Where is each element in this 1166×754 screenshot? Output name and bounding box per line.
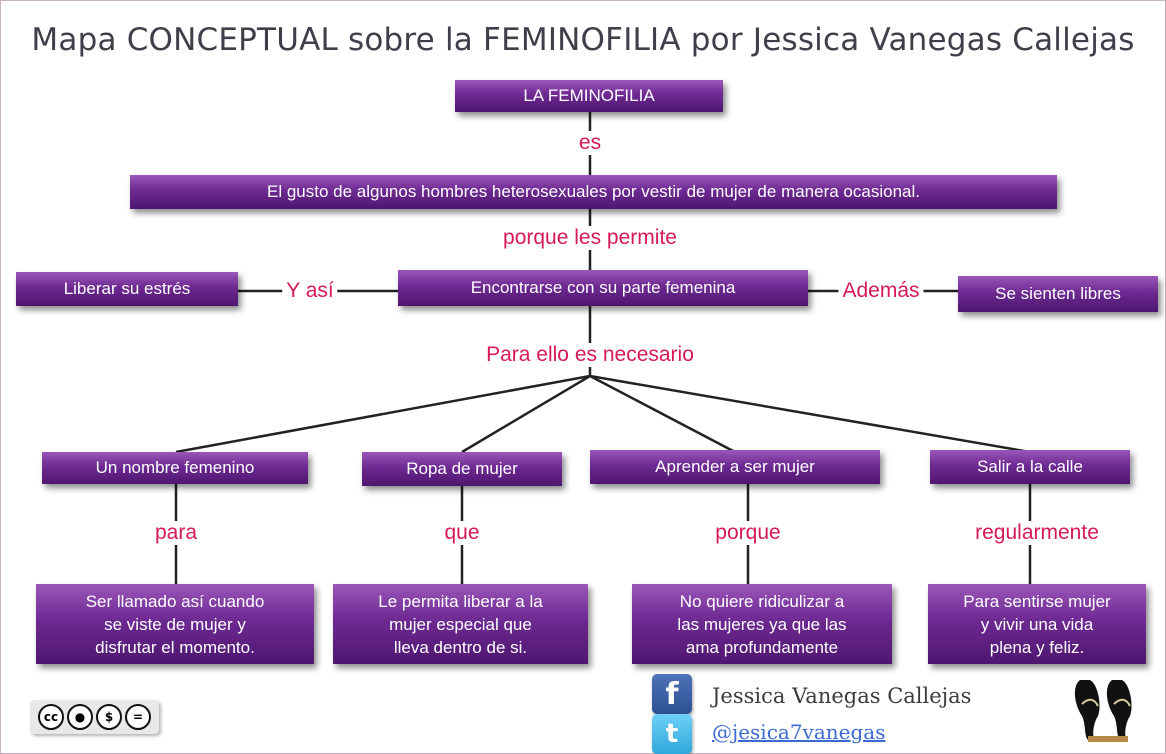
line-to-req2 [461,374,591,454]
page-title: Mapa CONCEPTUAL sobre la FEMINOFILIA por… [31,22,1135,58]
node-req2: Ropa de mujer [362,452,562,486]
node-root: LA FEMINOFILIA [455,80,723,112]
node-res1: Ser llamado así cuando se viste de mujer… [36,584,314,664]
link-para: para [150,521,202,545]
link-es: es [574,131,606,155]
line-to-req4 [589,374,1031,454]
author-name: Jessica Vanegas Callejas [712,684,972,708]
res3-line: ama profundamente [685,637,839,657]
node-req1: Un nombre femenino [42,452,308,484]
res1-line: se viste de mujer y [104,614,246,634]
line-to-req1 [175,374,591,454]
node-right: Se sienten libres [958,276,1158,312]
twitter-handle-link[interactable]: @jesica7vanegas [712,720,886,744]
nd-icon: = [125,704,151,730]
node-res2: Le permita liberar a la mujer especial q… [333,584,588,664]
node-req4: Salir a la calle [930,450,1130,484]
link-porque: porque [711,521,785,545]
res3-line: las mujeres ya que las [677,614,847,634]
node-definition: El gusto de algunos hombres heterosexual… [130,175,1057,209]
res4-line: y vivir una vida [980,614,1094,634]
node-req3: Aprender a ser mujer [590,450,880,484]
res2-line: Le permita liberar a la [378,591,543,611]
facebook-icon[interactable]: f [652,674,692,714]
link-para-ello: Para ello es necesario [482,343,698,367]
high-heels-icon [1074,680,1132,742]
link-que: que [440,521,484,545]
nc-icon: $ [96,704,122,730]
by-icon: ● [67,704,93,730]
link-y-asi: Y así [282,279,338,303]
node-res3: No quiere ridiculizar a las mujeres ya q… [632,584,892,664]
node-left: Liberar su estrés [16,272,238,306]
twitter-icon[interactable]: t [652,714,692,754]
res1-line: disfrutar el momento. [95,637,255,657]
link-porque-les-permite: porque les permite [499,226,681,250]
link-ademas: Además [838,279,924,303]
cc-icon: cc [38,704,64,730]
link-regularmente: regularmente [971,521,1103,545]
res2-line: lleva dentro de si. [393,637,528,657]
node-res4: Para sentirse mujer y vivir una vida ple… [928,584,1146,664]
line-to-req3 [589,374,736,454]
res2-line: mujer especial que [389,614,532,634]
res1-line: Ser llamado así cuando [85,591,265,611]
res3-line: No quiere ridiculizar a [679,591,845,611]
creative-commons-badge[interactable]: cc ● $ = [30,700,159,734]
res4-line: plena y feliz. [989,637,1085,657]
node-center: Encontrarse con su parte femenina [398,270,808,306]
res4-line: Para sentirse mujer [963,591,1111,611]
